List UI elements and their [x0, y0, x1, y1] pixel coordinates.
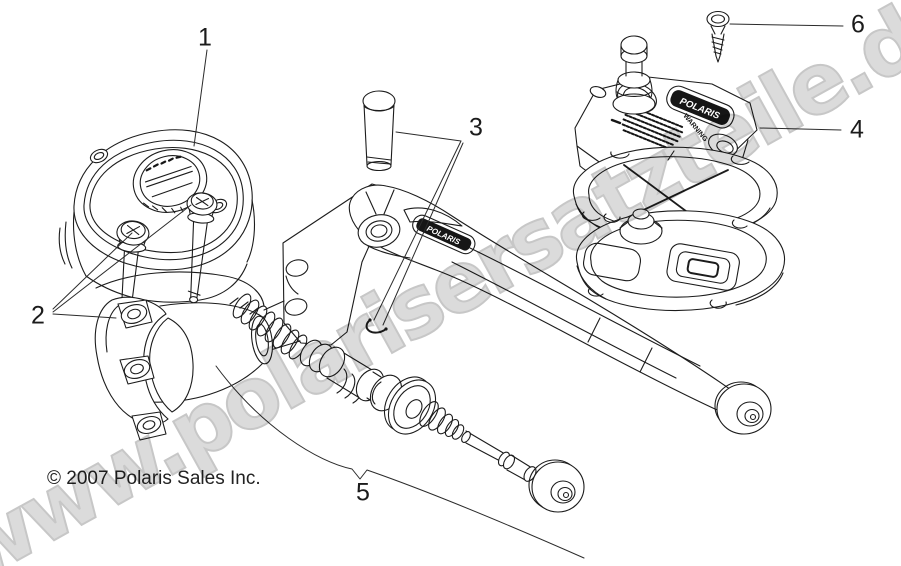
- part-reservoir-cap: [127, 142, 214, 222]
- callout-6: 6: [851, 10, 865, 39]
- part-diaphragm: [576, 209, 784, 310]
- part-cover-screw: [707, 12, 729, 63]
- callout-1: 1: [198, 23, 212, 52]
- part-brake-lever: POLARIS: [349, 185, 771, 434]
- copyright-text: © 2007 Polaris Sales Inc.: [47, 468, 261, 489]
- part-boot: [613, 36, 655, 114]
- callout-3: 3: [469, 113, 483, 142]
- leader-lines: [53, 24, 843, 558]
- callout-2: 2: [31, 301, 45, 330]
- part-circlip: [367, 318, 388, 332]
- callout-4: 4: [850, 115, 864, 144]
- part-pivot-pin: [363, 91, 395, 171]
- part-handlebar-clamp: [95, 297, 275, 440]
- callout-5: 5: [356, 478, 370, 507]
- part-piston-spring-kit: [230, 291, 584, 512]
- part-mount-screws: [108, 192, 218, 335]
